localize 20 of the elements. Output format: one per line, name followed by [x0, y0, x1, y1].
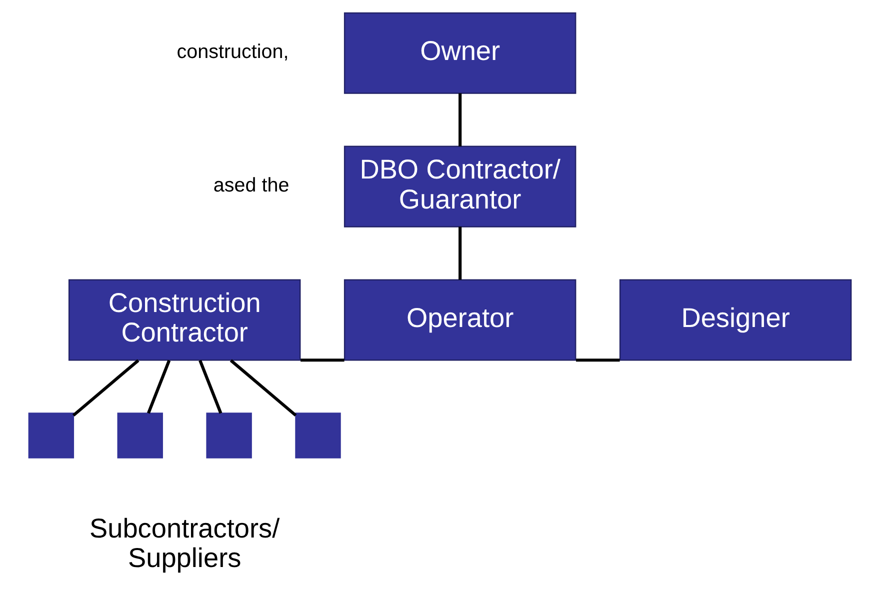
connector: [300, 358, 344, 362]
node-box: Construction Contractor: [68, 279, 300, 361]
connector: [72, 359, 139, 417]
connector: [458, 93, 462, 146]
label: construction,: [176, 40, 288, 63]
node-box: [28, 412, 74, 458]
node-box: Owner: [343, 12, 576, 94]
connector: [576, 358, 620, 362]
connector: [198, 360, 222, 414]
node-box: [206, 412, 252, 458]
connector: [458, 226, 462, 280]
label: ased the: [212, 174, 289, 196]
connector: [146, 360, 170, 414]
node-box: DBO Contractor/ Guarantor: [343, 146, 576, 228]
node-box: Designer: [618, 279, 852, 361]
connector: [229, 359, 296, 417]
node-box: [116, 412, 162, 458]
node-box: [294, 412, 340, 458]
label: Subcontractors/ Suppliers: [89, 512, 280, 574]
node-box: Operator: [343, 279, 576, 361]
